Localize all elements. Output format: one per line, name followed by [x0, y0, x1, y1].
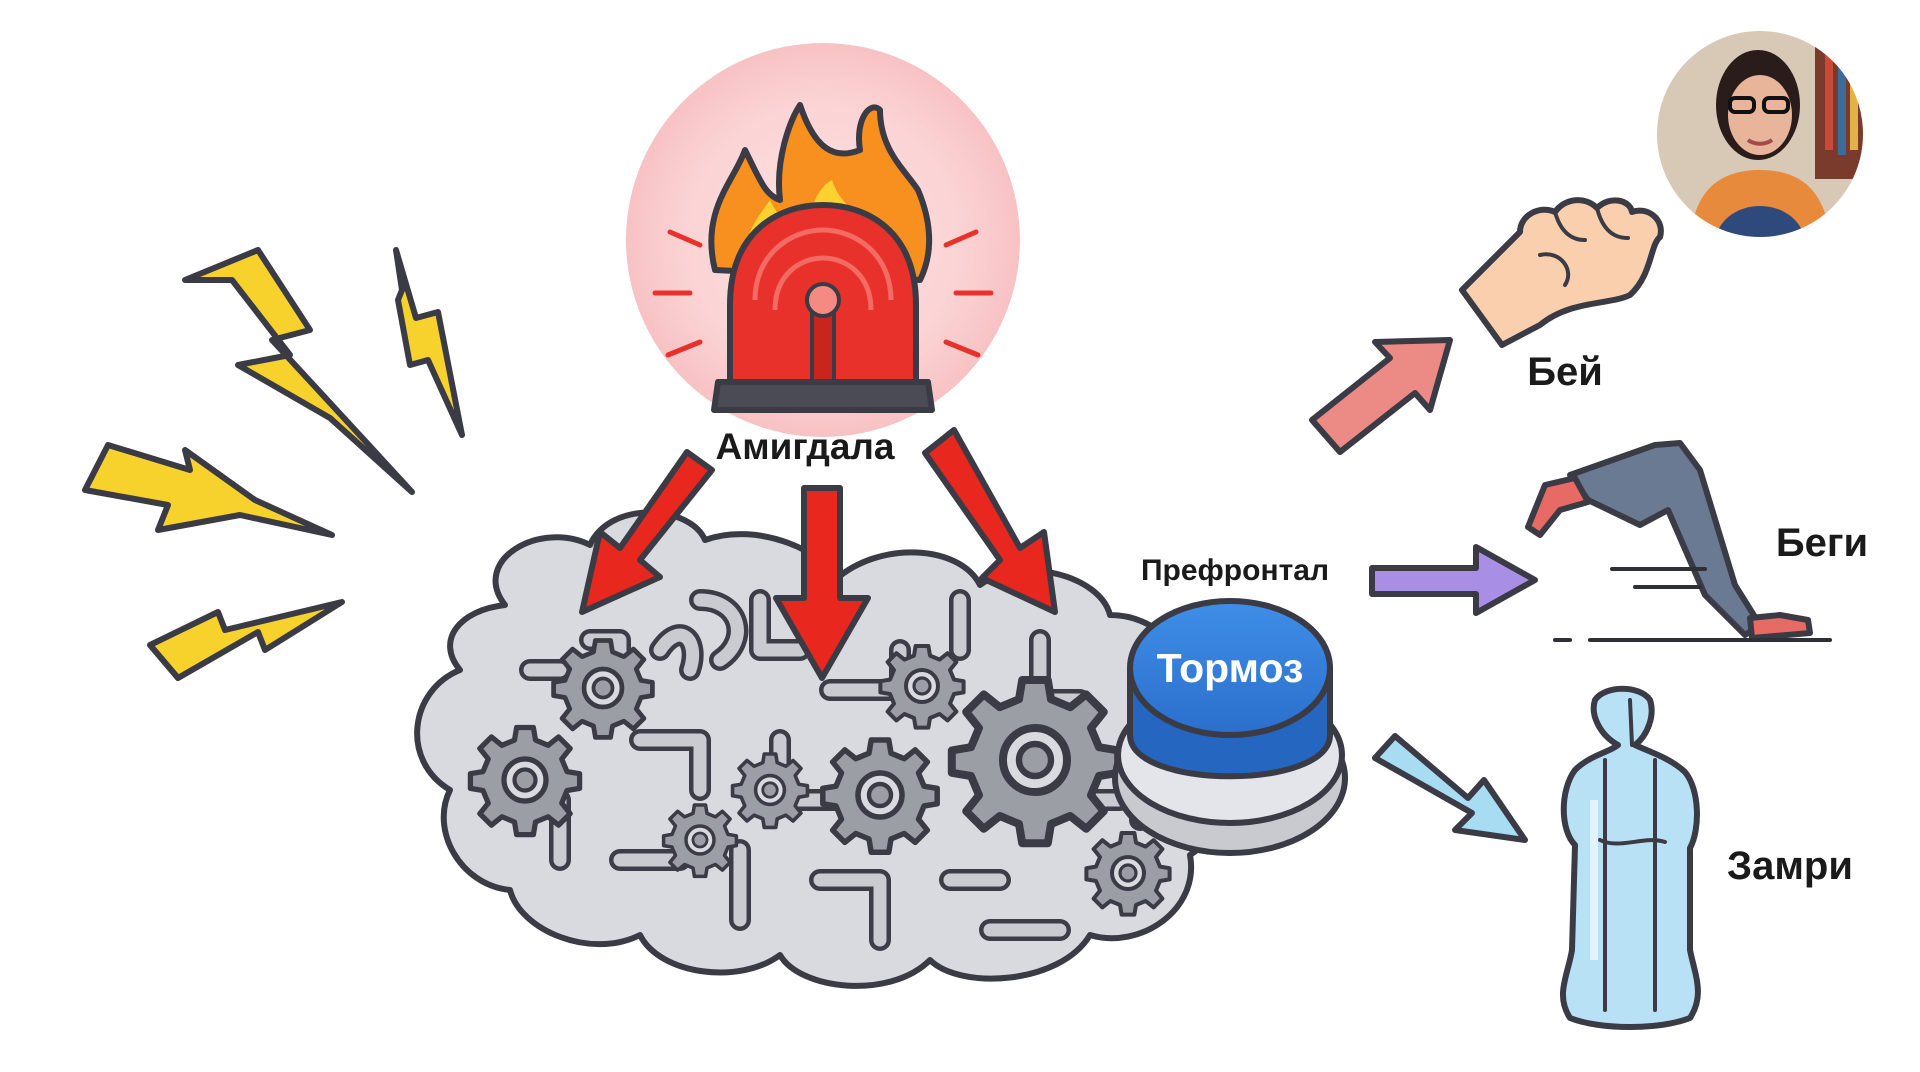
- frozen-person-icon: [1559, 685, 1701, 1030]
- gear-icon: [1086, 833, 1169, 915]
- gear-icon: [554, 641, 653, 738]
- gear-icon: [880, 646, 963, 728]
- gear-icon: [661, 803, 739, 879]
- gear-icon: [823, 740, 937, 852]
- lightning-icon: [147, 599, 345, 681]
- fist-icon: [1459, 197, 1664, 348]
- fight-label: Бей: [1527, 350, 1603, 394]
- fight-arrow: [1309, 337, 1453, 455]
- brake-button-icon: Тормоз: [1112, 598, 1348, 856]
- lightning-icon: [182, 247, 415, 495]
- flight-label: Беги: [1776, 521, 1868, 565]
- lightning-icon: [82, 442, 335, 538]
- red-arrow: [922, 427, 1058, 615]
- freeze-label: Замри: [1727, 844, 1853, 888]
- red-arrow: [579, 449, 715, 615]
- red-arrow: [773, 485, 871, 681]
- amygdala-label: Амигдала: [716, 426, 895, 467]
- lightning-group: [82, 247, 465, 681]
- running-legs-icon: [1525, 440, 1832, 642]
- prefrontal-label: Префронтал: [1141, 554, 1329, 587]
- gear-icon: [952, 680, 1118, 843]
- gear-icon: [730, 752, 810, 830]
- freeze-arrow: [1372, 733, 1528, 843]
- amygdala-group: Амигдала: [626, 43, 1020, 467]
- presenter-avatar: [1653, 27, 1867, 241]
- lightning-icon: [393, 247, 465, 438]
- brake-label: Тормоз: [1157, 645, 1304, 691]
- gear-icon: [470, 728, 579, 835]
- amygdala-arrows: [579, 427, 1058, 681]
- flight-arrow: [1369, 544, 1538, 616]
